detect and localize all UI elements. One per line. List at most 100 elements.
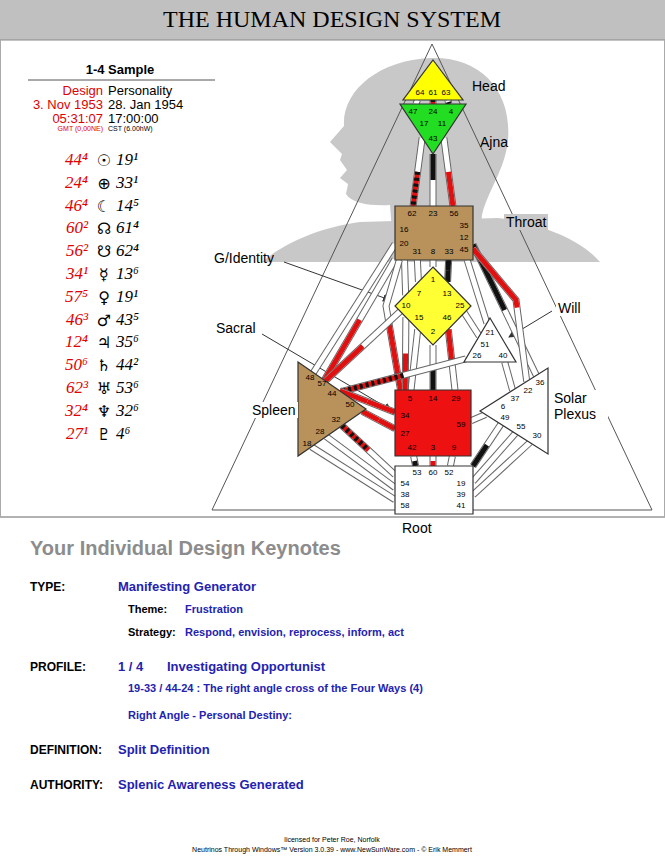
channel-activation: [379, 420, 395, 429]
channel-line: [325, 311, 400, 381]
gate-number: 39: [457, 491, 466, 499]
channel-line: [413, 138, 422, 206]
gate-number: 54: [401, 480, 410, 488]
channel-line: [433, 456, 434, 466]
panel-border: [0, 40, 1, 517]
channel-fill: [417, 260, 418, 282]
channel-outline: [430, 456, 437, 466]
gate-number: 33: [445, 248, 454, 256]
channel-outline: [414, 456, 416, 466]
channel-fill: [411, 329, 418, 390]
gate-number: 9: [452, 444, 456, 452]
gate-number: 64: [416, 89, 425, 97]
center-outline: [480, 368, 548, 454]
channel-outline: [471, 414, 486, 420]
channel-outline: [411, 329, 418, 390]
channel-fill: [431, 456, 436, 466]
gate-number: 52: [445, 469, 454, 477]
channel-fill: [413, 138, 422, 206]
channel-fill: [505, 362, 513, 390]
gate-number: 40: [499, 352, 508, 360]
channel-outline: [417, 260, 418, 282]
center-outline: [395, 267, 471, 345]
channel-outline: [341, 359, 466, 392]
channel-line: [414, 456, 416, 466]
channel-line: [362, 412, 395, 429]
channel-outline: [444, 138, 453, 206]
keynote-subvalue: Frustration: [185, 603, 243, 615]
design-activation: 60²: [66, 218, 88, 238]
channel-line: [473, 443, 530, 495]
g-center: G/Identity1713102515462: [395, 267, 471, 345]
gate-number: 60: [429, 469, 438, 477]
personality-activation: 33¹: [116, 173, 138, 193]
design-activation: 24⁴: [65, 173, 88, 193]
footer-note: licensed for Peter Roe, Norfolk: [284, 836, 379, 843]
gate-number: 61: [429, 89, 438, 97]
gate-number: 38: [401, 491, 410, 499]
gate-number: 3: [431, 444, 435, 452]
personality-activation: 4⁶: [116, 424, 130, 444]
keynote-value: 1 / 4: [118, 659, 143, 674]
planet-symbol: ☿: [99, 265, 109, 284]
design-field: Design: [63, 83, 103, 98]
channel-line: [464, 313, 479, 336]
personality-field: Personality: [108, 83, 172, 98]
gate-number: 14: [429, 395, 438, 403]
planet-symbol: ♀: [98, 288, 110, 307]
channel-line: [448, 260, 449, 282]
gate-number: 8: [431, 248, 435, 256]
gate-number: 58: [401, 502, 410, 510]
channel-line: [405, 260, 406, 295]
center-outline: [400, 104, 466, 154]
personality-activation: 32⁶: [116, 401, 139, 421]
design-activation: 44⁴: [65, 150, 88, 170]
channel-outline: [324, 259, 395, 380]
gate-number: 25: [456, 302, 465, 310]
design-timezone: GMT (0,00NE): [58, 125, 103, 132]
planet-symbol: ☋: [97, 242, 111, 261]
channel-line: [311, 447, 395, 500]
gate-number: 22: [524, 387, 533, 395]
channel-activation: [342, 426, 368, 451]
channel-outline: [450, 456, 452, 466]
gate-number: 62: [408, 210, 417, 218]
design-activation: 46⁴: [65, 196, 88, 216]
channel-line: [324, 259, 395, 380]
head-center: Head646163: [403, 60, 463, 100]
channel-activation: [446, 260, 452, 271]
channel-fill: [324, 259, 395, 380]
channel-outline: [464, 313, 479, 336]
personality-activation: 62⁴: [116, 241, 139, 261]
keynote-subvalue: Right Angle - Personal Destiny:: [128, 709, 292, 721]
ajna-center: Ajna47244171143: [400, 104, 466, 154]
design-activation: 27¹: [66, 424, 88, 444]
channel-outline: [413, 138, 422, 206]
channel-outline: [505, 362, 513, 390]
throat-center: Throat622356162035124531833: [395, 206, 473, 260]
channel-line: [411, 329, 418, 390]
channel-line: [505, 362, 513, 390]
channel-activation: [367, 401, 395, 412]
will-center: Will21512640: [464, 318, 516, 362]
gate-number: 6: [501, 403, 505, 411]
keynote-value: Splenic Awareness Generated: [118, 777, 304, 792]
gate-number: 55: [517, 423, 526, 431]
gate-number: 11: [438, 120, 446, 128]
design-activation: 62³: [66, 378, 88, 398]
design-field: 3. Nov 1953: [33, 97, 103, 112]
panel-border: [0, 516, 665, 518]
personality-field: 17:00:00: [108, 111, 159, 126]
planet-symbol: ⊕: [97, 174, 110, 193]
channel-activation: [431, 461, 436, 466]
gate-number: 27: [401, 430, 410, 438]
channel-outline: [325, 311, 400, 381]
personality-timezone: CST (6.00hW): [108, 125, 153, 132]
gate-number: 42: [408, 444, 417, 452]
keynote-subkey: Strategy:: [128, 626, 176, 638]
channel-fill: [340, 391, 395, 412]
personality-field: 28. Jan 1954: [108, 97, 183, 112]
title-bar: [0, 0, 665, 40]
channel-fill: [448, 260, 449, 282]
center-outline: [298, 362, 366, 456]
